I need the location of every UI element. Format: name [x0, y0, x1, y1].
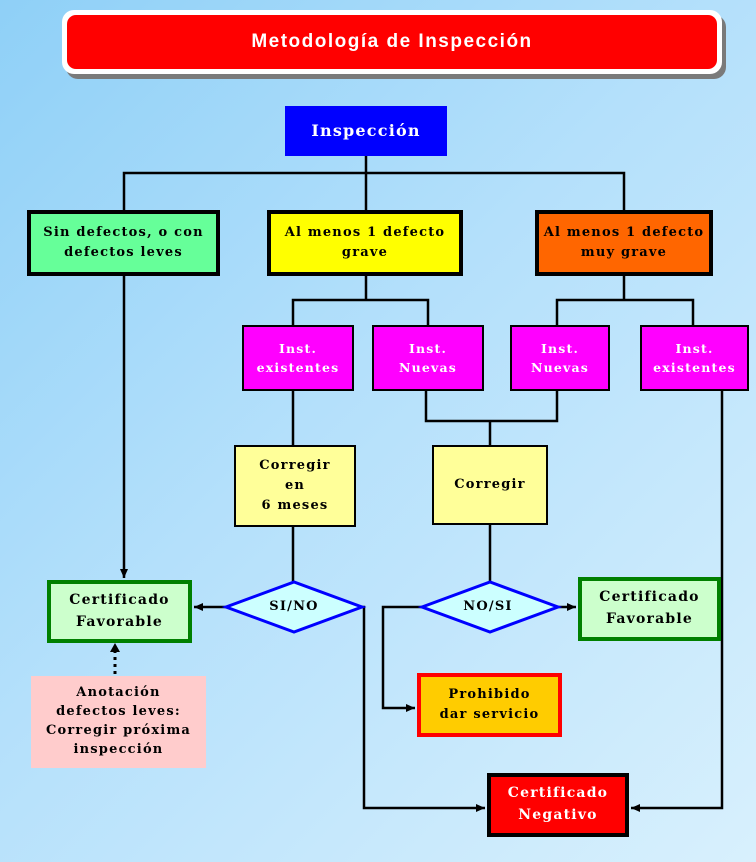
connector-muygrave-inst — [555, 298, 695, 325]
title-banner: Metodología de Inspección — [62, 10, 722, 74]
decision-diamond-no-si — [417, 580, 563, 634]
connector-existentes-negativo — [631, 391, 724, 812]
connector-inspeccion-branches — [122, 171, 626, 210]
decision-label-no-si: NO/SI — [463, 599, 513, 614]
node-defecto-muy-grave: Al menos 1 defecto muy grave — [535, 210, 713, 276]
connector-grave-inst — [291, 298, 430, 325]
node-sin-defectos: Sin defectos, o con defectos leves — [27, 210, 220, 276]
node-corregir-6-meses: Corregir en 6 meses — [234, 445, 356, 527]
title-banner-fill: Metodología de Inspección — [67, 15, 717, 69]
node-inst-existentes-1: Inst. existentes — [242, 325, 354, 391]
page-title: Metodología de Inspección — [251, 31, 533, 52]
node-prohibido: Prohibido dar servicio — [417, 673, 562, 737]
node-inspeccion: Inspección — [285, 106, 447, 156]
node-defecto-grave: Al menos 1 defecto grave — [267, 210, 463, 276]
node-inst-existentes-2: Inst. existentes — [640, 325, 749, 391]
node-corregir: Corregir — [432, 445, 548, 525]
node-anotacion: Anotación defectos leves: Corregir próxi… — [31, 676, 206, 768]
connector-anotacion-arrowhead — [110, 643, 120, 652]
node-certificado-favorable-1: Certificado Favorable — [47, 580, 192, 643]
decision-diamond-si-no — [221, 580, 367, 634]
node-certificado-negativo: Certificado Negativo — [487, 773, 629, 837]
node-inst-nuevas-2: Inst. Nuevas — [510, 325, 610, 391]
node-certificado-favorable-2: Certificado Favorable — [578, 577, 721, 641]
connector-decision2-prohibido — [381, 605, 422, 712]
connector-nuevas-join — [424, 391, 559, 423]
decision-label-si-no: SI/NO — [269, 599, 319, 614]
node-inst-nuevas-1: Inst. Nuevas — [372, 325, 484, 391]
